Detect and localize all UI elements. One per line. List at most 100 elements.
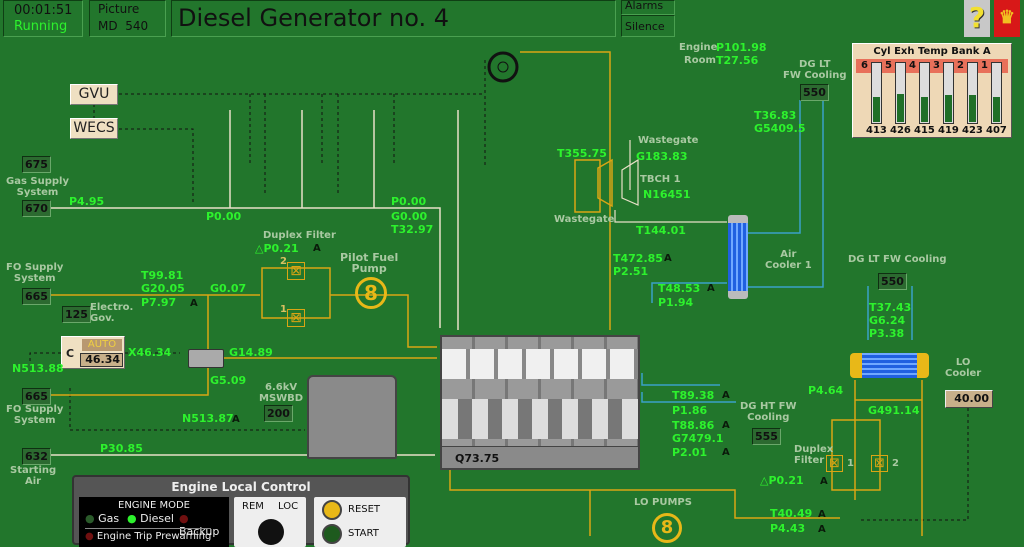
gas-box-670[interactable]: 670 bbox=[22, 200, 51, 217]
lt-t: T37.43 bbox=[869, 301, 912, 314]
title-panel: Diesel Generator no. 4 bbox=[171, 0, 616, 37]
cyl-number: 5 bbox=[885, 60, 892, 71]
turbo-t-out: T144.01 bbox=[636, 224, 686, 237]
exhaust-p: P2.51 bbox=[613, 265, 649, 278]
cyl-temp-bar bbox=[943, 62, 954, 124]
page-title: Diesel Generator no. 4 bbox=[178, 4, 449, 32]
selector-knob-icon[interactable] bbox=[258, 519, 284, 545]
gas-t-out: T32.97 bbox=[391, 223, 434, 236]
trip-prewarning: ● Engine Trip Prewarning bbox=[85, 528, 212, 542]
clock-panel: 00:01:51 Running bbox=[3, 0, 83, 37]
fuel-filter-1[interactable]: ⊠ bbox=[287, 309, 305, 327]
fuel-t: T99.81 bbox=[141, 269, 184, 282]
gas-supply-label: Gas Supply System bbox=[6, 176, 69, 198]
generator-image[interactable] bbox=[307, 375, 397, 459]
lo-filter-a: A bbox=[820, 476, 828, 487]
fuel-filter-2[interactable]: ⊠ bbox=[287, 262, 305, 280]
pilot-fuel-pump-icon[interactable]: 8 bbox=[355, 277, 387, 309]
rem-loc-switch[interactable]: REM LOC bbox=[234, 497, 306, 547]
electro-gov-label: Electro. Gov. bbox=[90, 302, 134, 324]
fo-return-box[interactable]: 665 bbox=[22, 388, 51, 405]
air-cooler-p: P1.94 bbox=[658, 296, 694, 309]
lt-cooling-top-box[interactable]: 550 bbox=[800, 84, 829, 101]
gov-box[interactable]: 125 bbox=[62, 306, 91, 323]
exhaust-fan-icon bbox=[487, 51, 519, 83]
lt-p: P3.38 bbox=[869, 327, 905, 340]
starting-air-box[interactable]: 632 bbox=[22, 448, 51, 465]
exhaust-t: T472.85 bbox=[613, 252, 663, 265]
rem-label: REM bbox=[242, 501, 264, 512]
gas-box-675[interactable]: 675 bbox=[22, 156, 51, 173]
engine-room-t: T27.56 bbox=[716, 54, 759, 67]
lt-cooling-box[interactable]: 550 bbox=[878, 273, 907, 290]
controller-value[interactable]: 46.34 bbox=[80, 353, 123, 367]
controller-mode[interactable]: AUTO bbox=[82, 339, 122, 351]
cyl-temp-value: 426 bbox=[890, 125, 911, 136]
lo-t-a: A bbox=[818, 509, 826, 520]
lo-t: T40.49 bbox=[770, 507, 813, 520]
fuel-actuator[interactable] bbox=[188, 349, 224, 368]
silence-button[interactable]: Silence bbox=[621, 15, 675, 37]
fuel-duplex-filter-label: Duplex Filter bbox=[263, 230, 336, 241]
help-icon[interactable]: ? bbox=[964, 0, 990, 37]
wastegate-g: G183.83 bbox=[636, 150, 688, 163]
lo-pumps-label: LO PUMPS bbox=[634, 497, 692, 508]
starting-air-label: Starting Air bbox=[10, 465, 57, 487]
mswbd-label: 6.6kV MSWBD bbox=[259, 382, 304, 404]
lt-top-g: G5409.5 bbox=[754, 122, 806, 135]
cyl-temp-value: 413 bbox=[866, 125, 887, 136]
alarms-button[interactable]: Alarms bbox=[621, 0, 675, 15]
lo-duplex-filter-label: Duplex Filter bbox=[794, 444, 834, 466]
generator-speed-a: A bbox=[232, 414, 240, 425]
engine-mode-box: ENGINE MODE ● Gas ● Diesel ● Backup ● En… bbox=[79, 497, 229, 547]
lo-filter-1[interactable]: ⊠ bbox=[826, 455, 843, 472]
fo-supply-box[interactable]: 665 bbox=[22, 288, 51, 305]
reset-label: RESET bbox=[348, 504, 381, 515]
fuel-p: P7.97 bbox=[141, 296, 177, 309]
pilot-fuel-pump-label: Pilot Fuel Pump bbox=[340, 251, 399, 275]
lo-temp-setpoint[interactable]: 40.00 bbox=[945, 390, 993, 408]
ht-a3: A bbox=[722, 447, 730, 458]
fuel-filter-dp: △P0.21 bbox=[255, 242, 299, 255]
ht-cooling-box[interactable]: 555 bbox=[752, 428, 781, 445]
lo-pump-icon[interactable]: 8 bbox=[652, 513, 682, 543]
air-cooler-a: A bbox=[707, 283, 715, 294]
lo-filter-1-label: 1 bbox=[847, 458, 854, 469]
engine-room-label2: Room bbox=[684, 55, 716, 66]
air-cooler[interactable] bbox=[728, 215, 748, 299]
engine-room-label1: Engine bbox=[679, 42, 718, 53]
engine-local-control-panel: Engine Local Control ENGINE MODE ● Gas ●… bbox=[72, 475, 410, 547]
reset-button[interactable] bbox=[322, 500, 342, 520]
wecs-button[interactable]: WECS bbox=[70, 118, 118, 139]
start-label: START bbox=[348, 528, 379, 539]
cyl-exh-title: Cyl Exh Temp Bank A bbox=[873, 46, 991, 57]
clock-time: 00:01:51 bbox=[14, 3, 73, 18]
turbo-name: TBCH 1 bbox=[640, 174, 681, 185]
fo-return-label: FO Supply System bbox=[6, 404, 64, 426]
local-control-title: Engine Local Control bbox=[171, 480, 311, 494]
mswbd-box[interactable]: 200 bbox=[264, 405, 293, 422]
fuel-filter-2-label: 2 bbox=[280, 256, 287, 267]
lo-p2-a: A bbox=[818, 524, 826, 535]
lo-filter-2[interactable]: ⊠ bbox=[871, 455, 888, 472]
lo-cooler[interactable] bbox=[850, 353, 929, 378]
ht-g: G7479.1 bbox=[672, 432, 724, 445]
cyl-number: 4 bbox=[909, 60, 916, 71]
cyl-temp-bar bbox=[919, 62, 930, 124]
cyl-temp-bar bbox=[991, 62, 1002, 124]
picture-panel: Picture MD 540 bbox=[89, 0, 166, 37]
picture-label: Picture bbox=[98, 2, 140, 16]
start-button[interactable] bbox=[322, 524, 342, 544]
ht-cooling-label: DG HT FW Cooling bbox=[740, 401, 797, 423]
loc-label: LOC bbox=[278, 501, 299, 512]
lt-cooling-label: DG LT FW Cooling bbox=[848, 254, 947, 265]
engine-image[interactable] bbox=[440, 335, 640, 470]
lo-p: P4.64 bbox=[808, 384, 844, 397]
fo-supply-label: FO Supply System bbox=[6, 262, 64, 284]
gvu-button[interactable]: GVU bbox=[70, 84, 118, 105]
speed-controller[interactable]: C AUTO 46.34 bbox=[61, 336, 125, 369]
ht-t2: T88.86 bbox=[672, 419, 715, 432]
wastegate-top-label: Wastegate bbox=[638, 135, 699, 146]
air-cooler-t: T48.53 bbox=[658, 282, 701, 295]
